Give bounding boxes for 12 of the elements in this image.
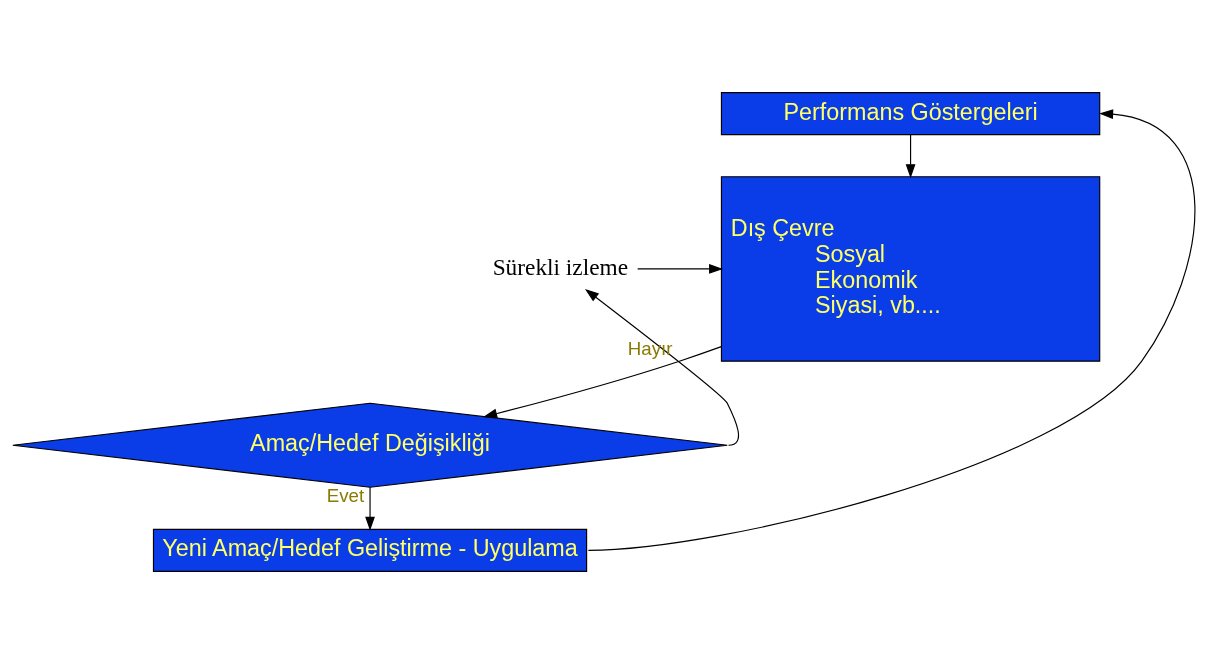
arrow — [365, 486, 375, 531]
node-box: Yeni Amaç/Hedef Geliştirme - Uygulama — [152, 528, 588, 572]
node-box: Performans Göstergeleri — [720, 92, 1101, 136]
arrow — [637, 264, 724, 274]
node-box: Dış Çevre Sosyal Ekonomik Siyasi, vb.... — [720, 176, 1101, 362]
arrow — [587, 109, 1196, 551]
node-text: Sürekli izleme — [492, 253, 629, 280]
arrow — [585, 288, 740, 446]
arrow — [483, 346, 722, 419]
node-diamond: Amaç/Hedef Değişikliği — [12, 402, 728, 488]
arrow — [905, 134, 916, 179]
edge-label: Evet — [326, 485, 365, 507]
